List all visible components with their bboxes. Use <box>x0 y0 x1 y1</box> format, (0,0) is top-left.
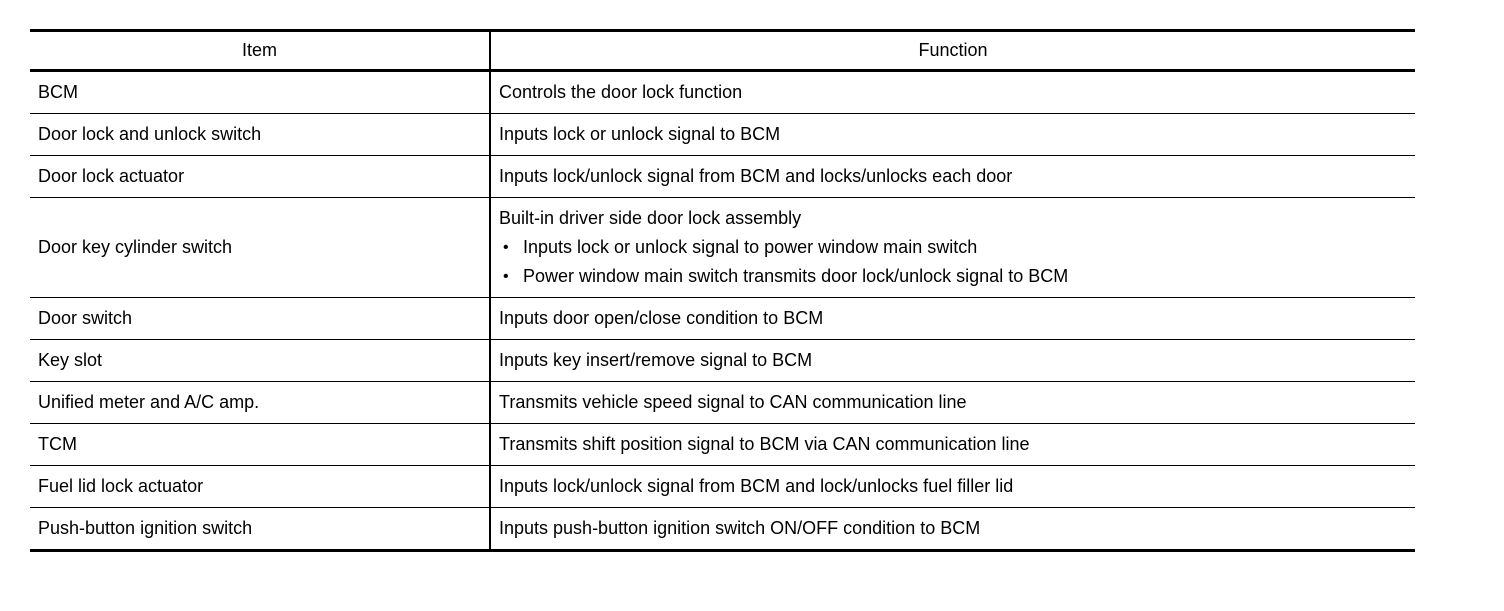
function-cell: Inputs lock/unlock signal from BCM and l… <box>490 465 1415 508</box>
item-cell: BCM <box>30 70 491 114</box>
function-cell: Built-in driver side door lock assembly •… <box>490 197 1415 298</box>
function-line: • Inputs lock or unlock signal to power w… <box>499 233 1407 262</box>
function-text: Transmits shift position signal to BCM v… <box>499 434 1030 454</box>
function-text: Inputs lock or unlock signal to BCM <box>499 124 781 144</box>
item-function-table: Item Function BCM Controls the door lock… <box>30 29 1415 552</box>
function-cell: Inputs lock/unlock signal from BCM and l… <box>490 155 1415 198</box>
function-cell: Inputs lock or unlock signal to BCM <box>490 113 1415 156</box>
table-row: Fuel lid lock actuator Inputs lock/unloc… <box>30 465 1415 508</box>
function-cell: Controls the door lock function <box>490 70 1415 114</box>
function-line: Inputs lock or unlock signal to BCM <box>499 120 1407 149</box>
item-cell: Door switch <box>30 297 491 340</box>
function-text: Inputs key insert/remove signal to BCM <box>499 350 813 370</box>
function-line: Inputs lock/unlock signal from BCM and l… <box>499 472 1407 501</box>
function-line: • Power window main switch transmits door… <box>499 262 1407 291</box>
function-cell: Inputs door open/close condition to BCM <box>490 297 1415 340</box>
item-cell: Push-button ignition switch <box>30 507 491 551</box>
table-row: Push-button ignition switch Inputs push-… <box>30 507 1415 551</box>
function-cell: Transmits shift position signal to BCM v… <box>490 423 1415 466</box>
function-column-header: Function <box>490 30 1415 72</box>
item-cell: Door key cylinder switch <box>30 197 491 298</box>
bullet-icon: • <box>503 239 509 256</box>
function-text: Inputs push-button ignition switch ON/OF… <box>499 518 981 538</box>
function-text: Inputs lock or unlock signal to power wi… <box>523 237 978 257</box>
item-cell: Fuel lid lock actuator <box>30 465 491 508</box>
header-row: Item Function <box>30 30 1415 72</box>
function-line: Transmits vehicle speed signal to CAN co… <box>499 388 1407 417</box>
function-text: Built-in driver side door lock assembly <box>499 208 802 228</box>
function-text: Controls the door lock function <box>499 82 743 102</box>
item-column-header: Item <box>30 30 491 72</box>
function-text: Transmits vehicle speed signal to CAN co… <box>499 392 967 412</box>
item-cell: Unified meter and A/C amp. <box>30 381 491 424</box>
item-cell: Key slot <box>30 339 491 382</box>
table-row: Door lock and unlock switch Inputs lock … <box>30 113 1415 156</box>
table-row: TCM Transmits shift position signal to B… <box>30 423 1415 466</box>
function-cell: Inputs key insert/remove signal to BCM <box>490 339 1415 382</box>
table-row: Unified meter and A/C amp. Transmits veh… <box>30 381 1415 424</box>
table-row: Door lock actuator Inputs lock/unlock si… <box>30 155 1415 198</box>
function-cell: Inputs push-button ignition switch ON/OF… <box>490 507 1415 551</box>
manual-page: Item Function BCM Controls the door lock… <box>0 29 1504 611</box>
table-body: BCM Controls the door lock function Door… <box>30 70 1415 551</box>
function-line: Built-in driver side door lock assembly <box>499 204 1407 233</box>
table-row: Door switch Inputs door open/close condi… <box>30 297 1415 340</box>
function-cell: Transmits vehicle speed signal to CAN co… <box>490 381 1415 424</box>
function-line: Transmits shift position signal to BCM v… <box>499 430 1407 459</box>
table-row: Key slot Inputs key insert/remove signal… <box>30 339 1415 382</box>
item-cell: Door lock actuator <box>30 155 491 198</box>
function-text: Inputs lock/unlock signal from BCM and l… <box>499 476 1014 496</box>
bullet-icon: • <box>503 268 509 285</box>
function-line: Inputs push-button ignition switch ON/OF… <box>499 514 1407 543</box>
function-line: Inputs door open/close condition to BCM <box>499 304 1407 333</box>
function-text: Power window main switch transmits door … <box>523 266 1069 286</box>
table-row: BCM Controls the door lock function <box>30 70 1415 114</box>
table-row: Door key cylinder switch Built-in driver… <box>30 197 1415 298</box>
item-cell: TCM <box>30 423 491 466</box>
function-line: Controls the door lock function <box>499 78 1407 107</box>
function-line: Inputs key insert/remove signal to BCM <box>499 346 1407 375</box>
item-cell: Door lock and unlock switch <box>30 113 491 156</box>
function-text: Inputs door open/close condition to BCM <box>499 308 824 328</box>
function-text: Inputs lock/unlock signal from BCM and l… <box>499 166 1013 186</box>
function-line: Inputs lock/unlock signal from BCM and l… <box>499 162 1407 191</box>
